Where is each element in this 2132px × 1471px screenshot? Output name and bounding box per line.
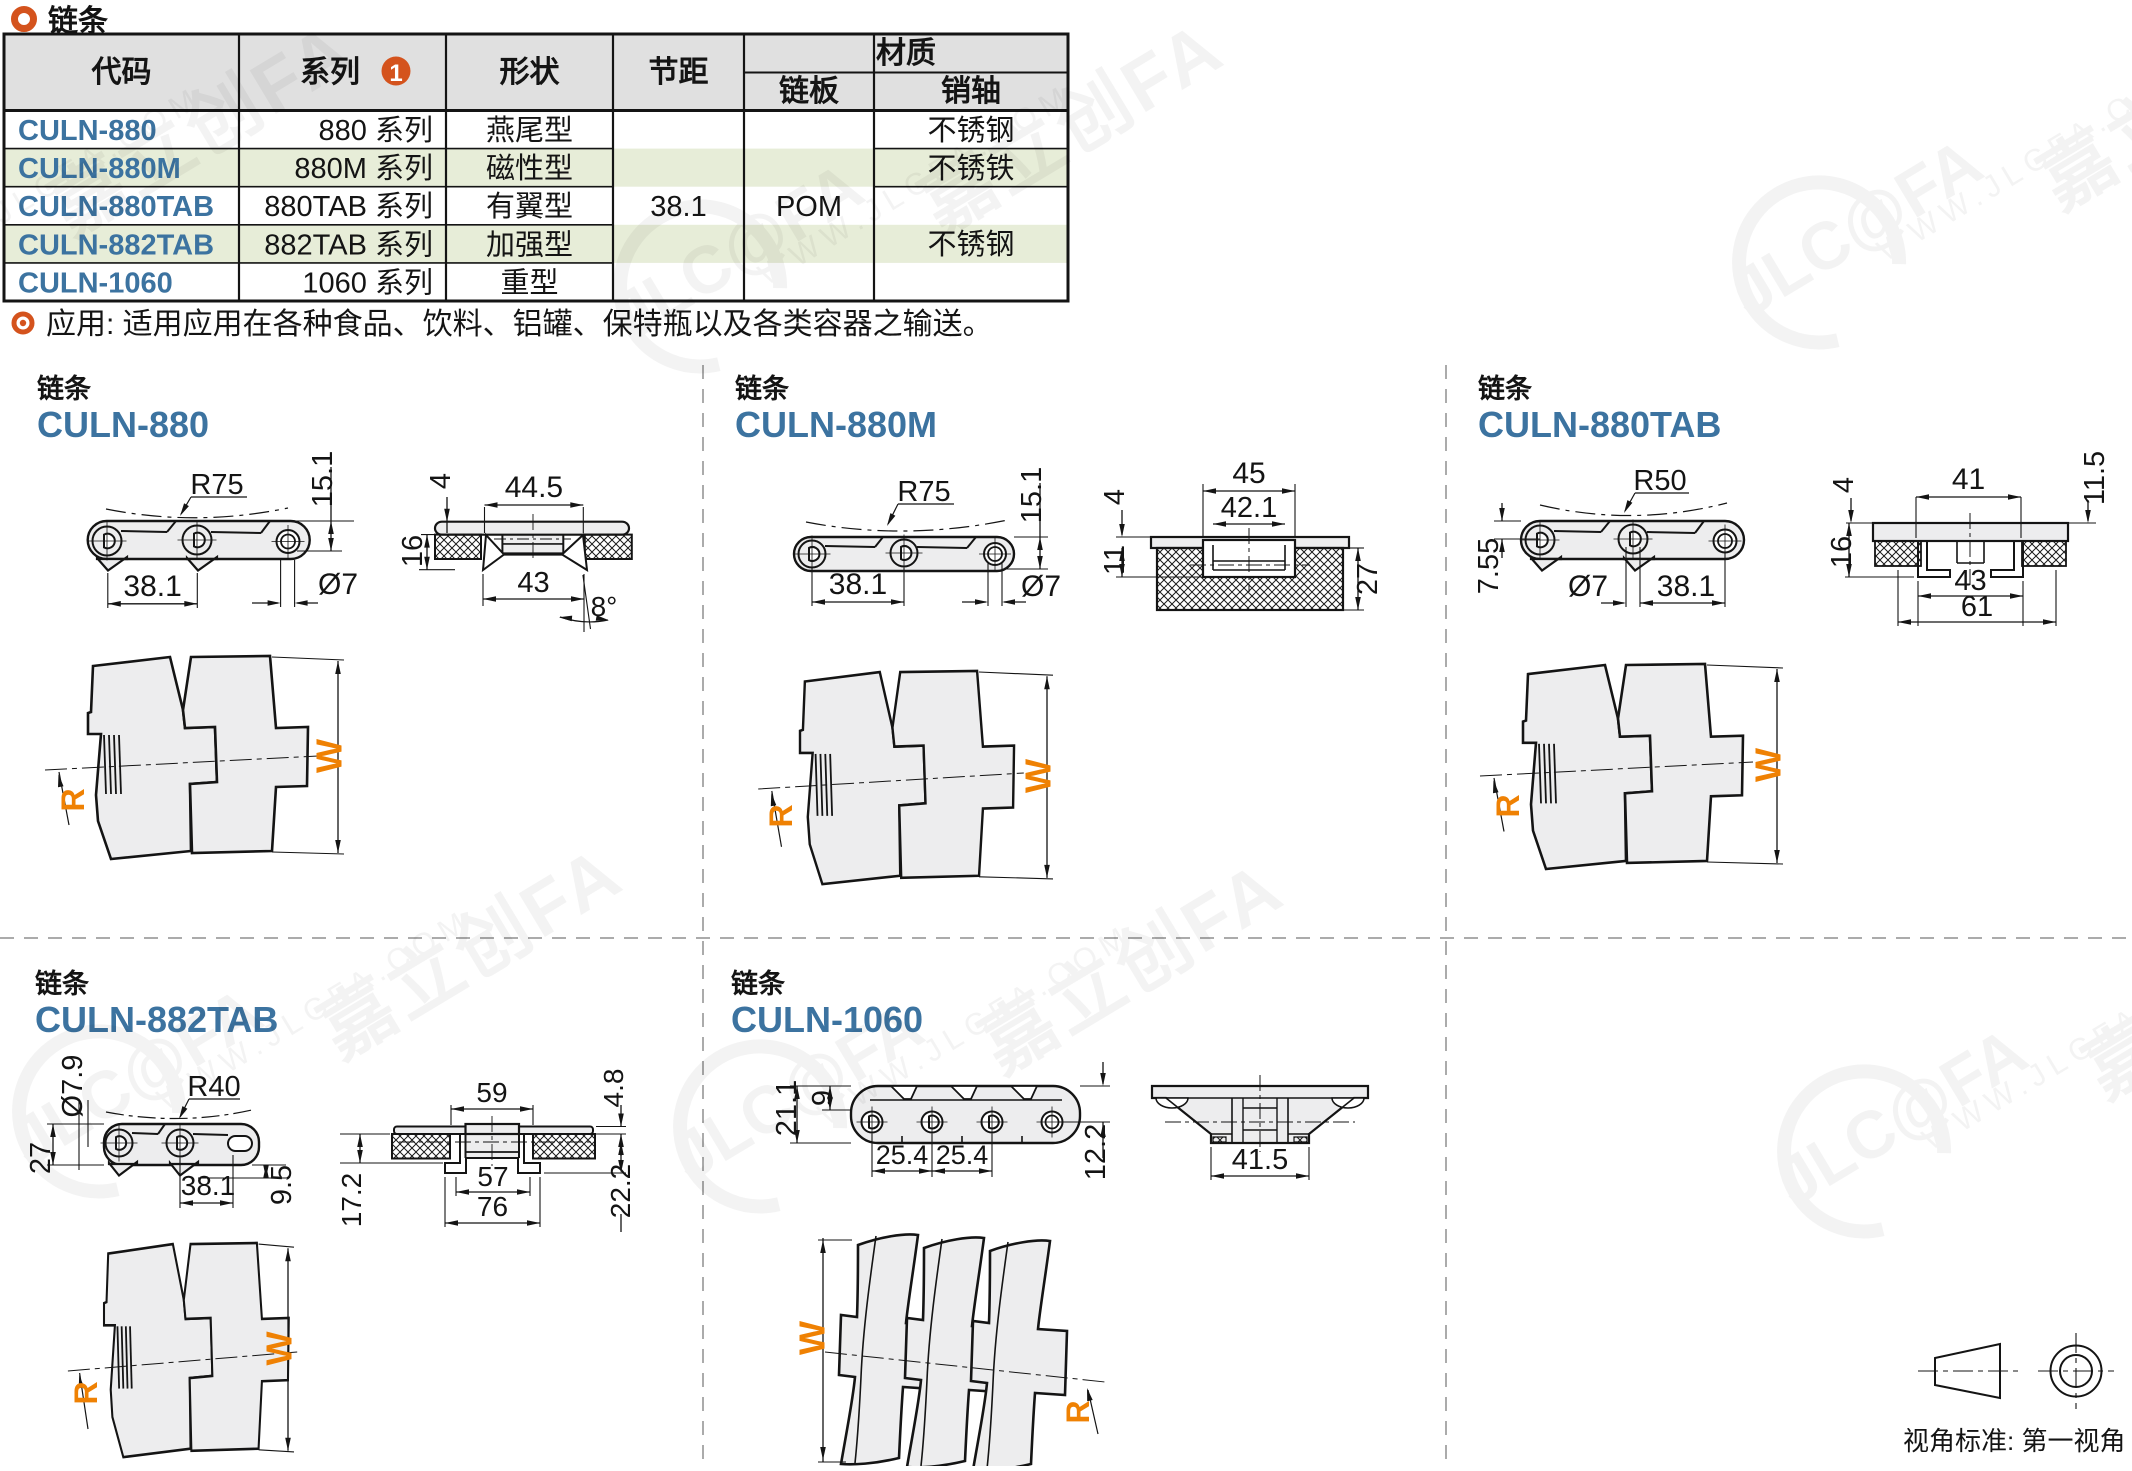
svg-text:22.2: 22.2 [605,1164,636,1219]
svg-text:12.2: 12.2 [1080,1124,1112,1180]
svg-text:41: 41 [1952,463,1985,496]
svg-text:43: 43 [1954,565,1986,597]
svg-text:43: 43 [517,567,549,599]
svg-text:8°: 8° [591,591,618,622]
svg-text:R75: R75 [897,476,950,508]
svg-text:R: R [1060,1400,1096,1423]
svg-text:880M 系列: 880M 系列 [294,152,433,185]
svg-text:880 系列: 880 系列 [319,114,433,147]
svg-text:R: R [68,1381,104,1404]
svg-text:38.1: 38.1 [829,568,887,601]
svg-text:W: W [1748,748,1789,782]
svg-text:材质: 材质 [876,37,936,70]
svg-text:视角标准: 第一视角: 视角标准: 第一视角 [1903,1426,2125,1456]
svg-text:销轴: 销轴 [941,75,1001,108]
svg-text:R: R [763,804,799,827]
svg-text:链条: 链条 [37,373,92,404]
svg-text:16: 16 [1826,536,1858,568]
svg-text:链板: 链板 [779,74,839,108]
svg-text:25.4: 25.4 [936,1140,989,1170]
svg-text:4: 4 [1099,489,1131,505]
svg-text:节距: 节距 [649,56,709,89]
svg-text:882TAB 系列: 882TAB 系列 [264,228,433,261]
svg-text:1060 系列: 1060 系列 [302,266,433,299]
svg-text:27: 27 [1352,563,1384,595]
svg-text:38.1: 38.1 [123,570,181,603]
svg-text:41.5: 41.5 [1232,1144,1288,1176]
svg-text:9.5: 9.5 [266,1165,298,1205]
svg-text:15.1: 15.1 [1016,467,1048,523]
svg-text:Ø7: Ø7 [1021,570,1061,603]
svg-text:11.5: 11.5 [2079,451,2111,505]
svg-text:CULN-880: CULN-880 [37,404,209,445]
svg-text:16: 16 [397,535,429,567]
svg-text:W: W [792,1321,833,1355]
svg-text:Ø7: Ø7 [1568,570,1608,603]
svg-text:17.2: 17.2 [336,1173,367,1228]
svg-text:有翼型: 有翼型 [486,190,573,223]
svg-text:R75: R75 [190,469,243,501]
svg-text:磁性型: 磁性型 [486,152,573,185]
svg-text:CULN-880TAB: CULN-880TAB [1478,404,1721,445]
svg-text:代码: 代码 [91,56,152,89]
svg-text:4: 4 [425,473,457,489]
svg-text:链条: 链条 [735,373,790,404]
svg-text:W: W [259,1331,300,1365]
svg-text:应用: 适用应用在各种食品、饮料、铝罐、保特瓶以及各类容器之: 应用: 适用应用在各种食品、饮料、铝罐、保特瓶以及各类容器之输送。 [46,308,993,341]
svg-text:加强型: 加强型 [486,228,573,261]
svg-text:R50: R50 [1633,465,1686,497]
svg-text:15.1: 15.1 [307,451,339,507]
svg-text:W: W [309,739,350,773]
svg-text:4: 4 [1828,477,1860,493]
svg-text:38.1: 38.1 [181,1170,236,1201]
svg-text:42.1: 42.1 [1221,492,1277,524]
svg-text:11: 11 [1099,545,1131,575]
svg-text:CULN-880M: CULN-880M [735,404,937,445]
svg-text:形状: 形状 [500,56,561,89]
svg-text:R: R [1490,794,1526,817]
svg-text:W: W [1018,759,1059,793]
svg-text:链条: 链条 [48,4,108,38]
svg-text:燕尾型: 燕尾型 [486,114,573,147]
svg-text:CULN-1060: CULN-1060 [18,267,173,299]
svg-text:重型: 重型 [500,266,558,299]
svg-text:R: R [55,788,91,811]
svg-text:45: 45 [1232,457,1265,490]
svg-text:1: 1 [389,60,402,87]
svg-text:链条: 链条 [731,968,786,999]
svg-text:44.5: 44.5 [505,471,563,504]
svg-text:59: 59 [476,1077,507,1108]
svg-text:链条: 链条 [1478,373,1533,404]
svg-text:38.1: 38.1 [1657,570,1715,603]
svg-text:61: 61 [1961,591,1993,623]
svg-text:7.55: 7.55 [1473,538,1505,594]
svg-text:链条: 链条 [35,968,90,999]
svg-text:57: 57 [477,1161,508,1192]
svg-text:25.4: 25.4 [876,1140,929,1170]
svg-text:Ø7: Ø7 [318,568,358,601]
svg-text:4.8: 4.8 [598,1069,629,1108]
svg-text:76: 76 [477,1191,508,1222]
svg-text:CULN-882TAB: CULN-882TAB [18,229,214,261]
svg-text:880TAB 系列: 880TAB 系列 [264,190,433,223]
